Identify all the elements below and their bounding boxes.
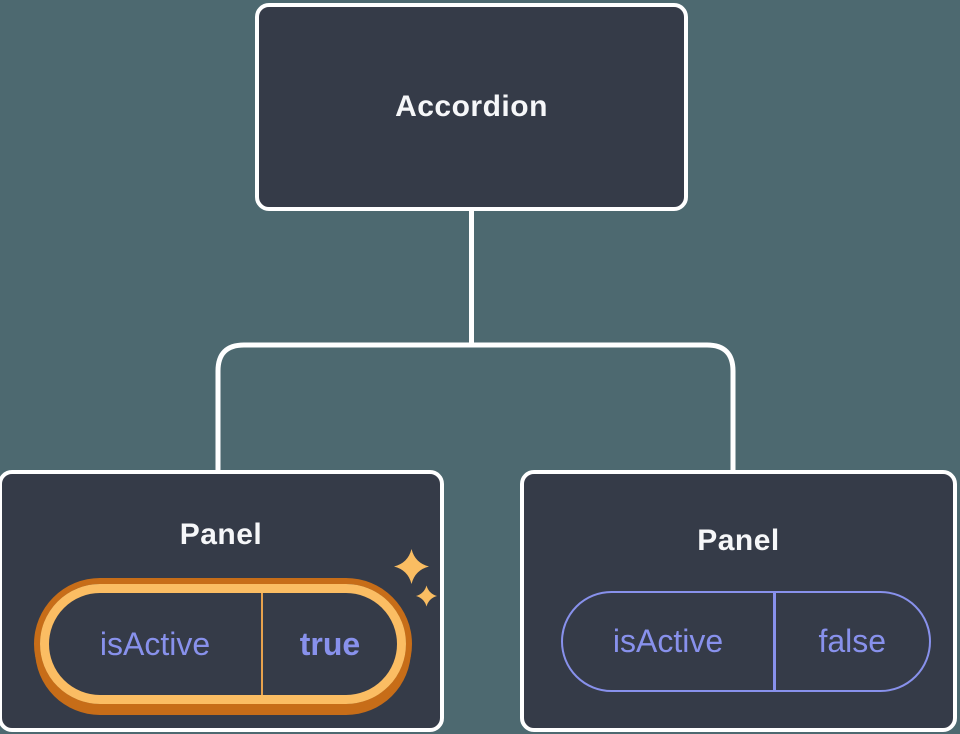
component-label: Accordion bbox=[395, 90, 548, 123]
sparkle-small bbox=[416, 585, 437, 607]
component-label: Panel bbox=[697, 524, 780, 557]
component-node-root: Accordion bbox=[255, 3, 688, 211]
state-pill-active: isActive true bbox=[40, 584, 406, 704]
component-node-panel-active: Panel isActive true bbox=[0, 470, 444, 732]
pill-divider bbox=[773, 593, 776, 690]
state-key-label: isActive bbox=[612, 623, 724, 659]
component-node-panel-inactive: Panel isActive false bbox=[520, 470, 957, 732]
sparkle-large bbox=[394, 549, 429, 584]
state-value-label: true bbox=[299, 625, 361, 662]
connector-branch bbox=[215, 342, 736, 472]
component-label: Panel bbox=[179, 518, 263, 551]
state-pill-inactive: isActive false bbox=[561, 591, 931, 692]
pill-divider bbox=[261, 593, 263, 695]
state-key-label: isActive bbox=[99, 625, 211, 662]
state-value-label: false bbox=[818, 623, 887, 659]
